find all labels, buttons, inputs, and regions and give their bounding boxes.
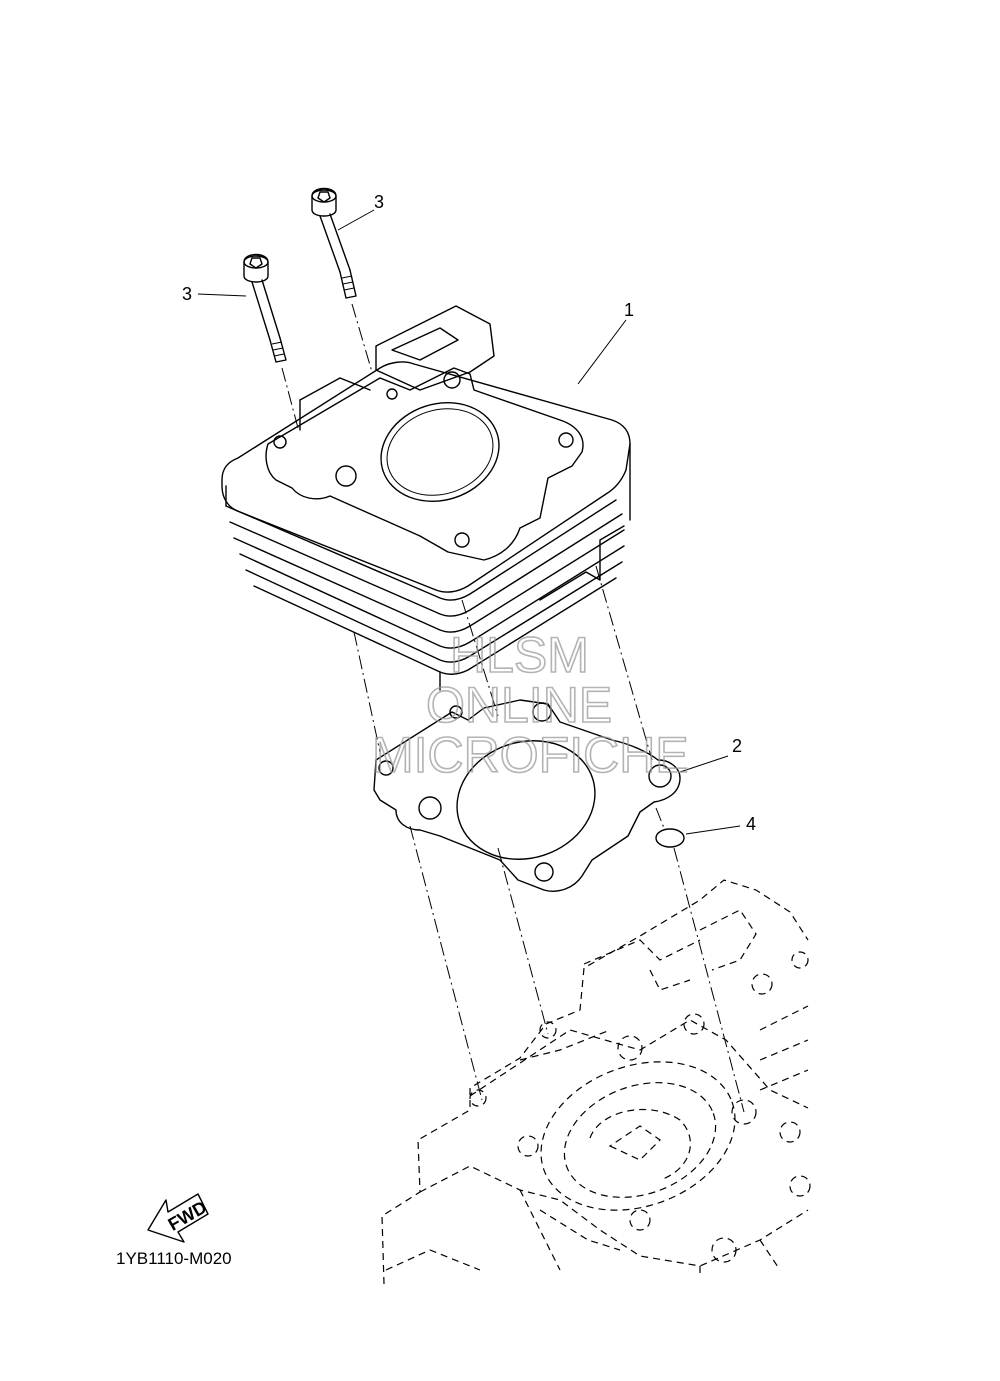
fwd-label: FWD xyxy=(165,1197,210,1235)
watermark-line-1: HLSM xyxy=(450,627,589,683)
watermark-line-3: MICROFICHE xyxy=(372,727,689,783)
cylinder-part xyxy=(221,305,631,691)
callout-3-left: 3 xyxy=(182,284,192,304)
watermark: HLSM ONLINE MICROFICHE xyxy=(371,626,689,784)
callout-3-right: 3 xyxy=(374,192,384,212)
bolt-left-guide xyxy=(281,367,299,429)
callout-4: 4 xyxy=(746,814,756,834)
gasket-part xyxy=(373,699,729,892)
fwd-arrow-icon: FWD xyxy=(147,1193,210,1243)
bolt-right-guide xyxy=(351,303,373,373)
bolt-right xyxy=(311,187,375,299)
o-ring-part xyxy=(655,825,741,848)
callout-1: 1 xyxy=(624,300,634,320)
bolt-left xyxy=(197,253,287,363)
watermark-line-2: ONLINE xyxy=(426,677,612,733)
drawing-code: 1YB1110-M020 xyxy=(116,1249,232,1268)
crankcase-part xyxy=(381,879,811,1285)
assembly-guide-lines xyxy=(353,565,745,1113)
callout-2: 2 xyxy=(732,736,742,756)
